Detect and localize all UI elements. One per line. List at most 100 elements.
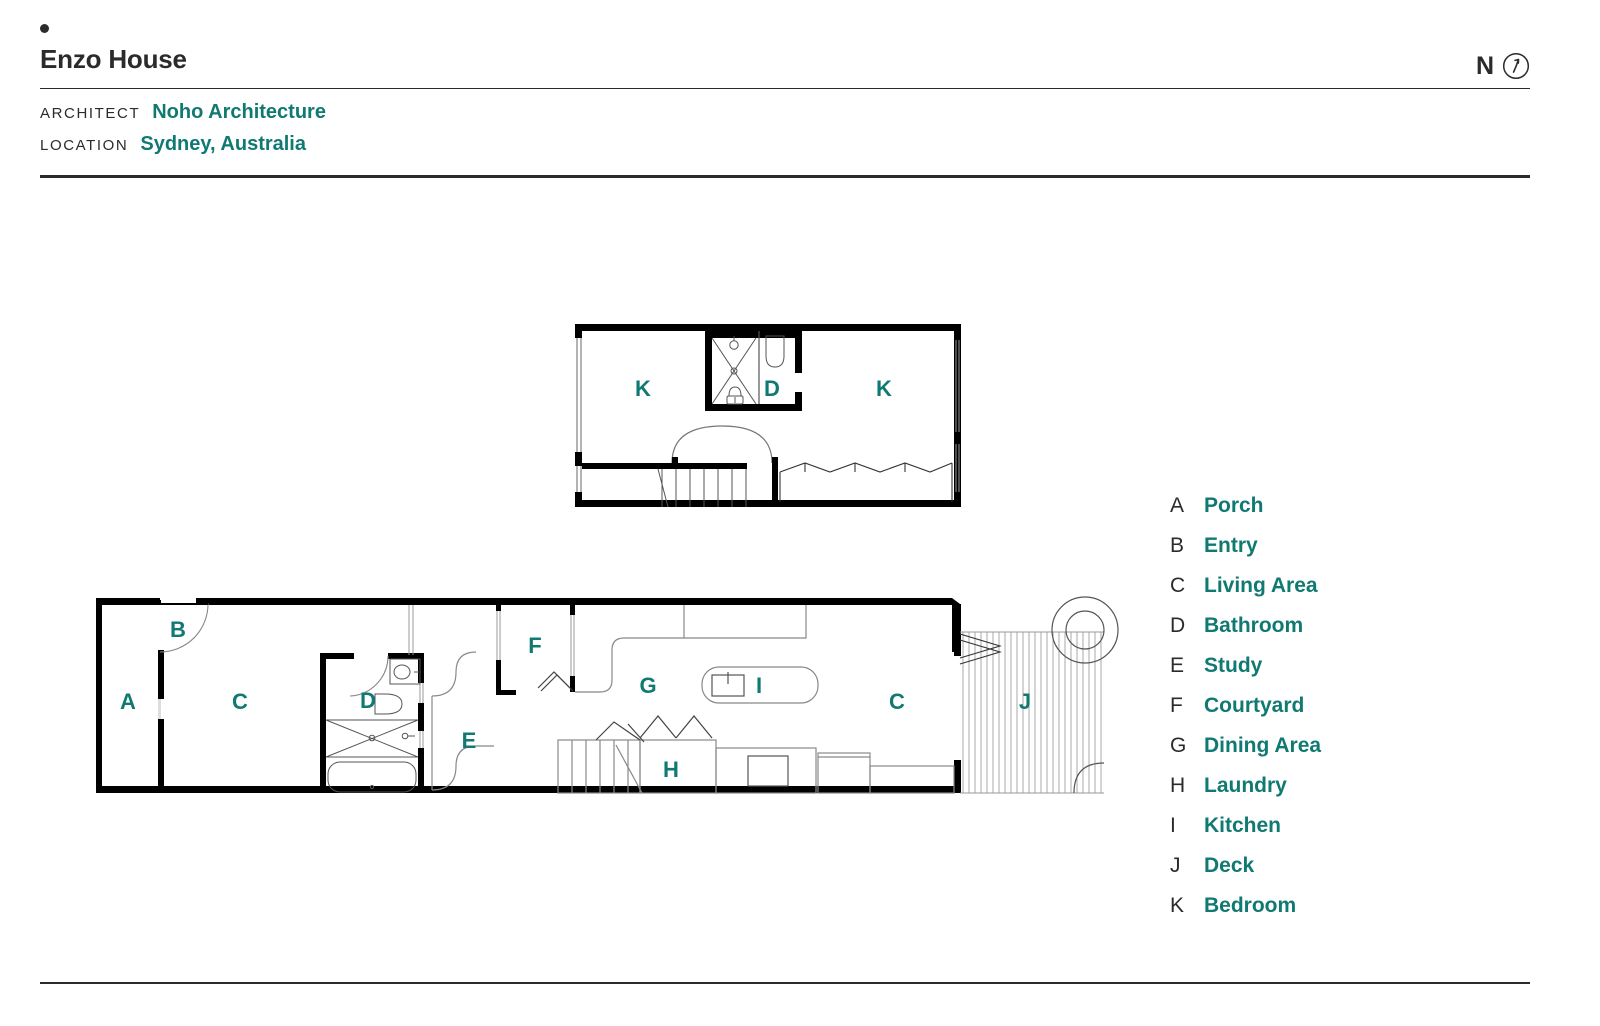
legend-item-courtyard[interactable]: F Courtyard [1170,694,1470,734]
deck-boards [962,632,1102,793]
legend-label-living-area: Living Area [1204,574,1318,597]
laundry-door-swings [595,715,713,743]
legend-item-bathroom[interactable]: D Bathroom [1170,614,1470,654]
legend-item-bedroom[interactable]: K Bedroom [1170,894,1470,934]
room-legend: A Porch B Entry C Living Area D Bathroom… [1170,494,1470,934]
legend-label-porch: Porch [1204,494,1264,517]
legend-key-I: I [1170,814,1176,837]
legend-label-deck: Deck [1204,854,1255,877]
ground-toilet-fixture [374,693,403,715]
legend-key-F: F [1170,694,1183,717]
room-label-G: G [639,673,656,698]
room-label-B: B [170,617,186,642]
north-indicator: N [1476,52,1530,80]
legend-label-courtyard: Courtyard [1204,694,1305,717]
upper-landing-wall [772,457,778,507]
floor-plan-drawing: K D K [96,324,1119,794]
room-label-D-upper: D [764,376,780,401]
courtyard-bifold-door [537,671,574,692]
meta-row-architect: ARCHITECT Noho Architecture [40,101,1530,133]
legend-label-bedroom: Bedroom [1204,894,1297,917]
ground-bathroom-door-swing [349,655,389,697]
page-title: Enzo House [40,44,187,74]
deck-bifold-doors [959,633,1002,665]
upper-walls [575,324,961,507]
legend-item-kitchen[interactable]: I Kitchen [1170,814,1470,854]
upper-bifold-wardrobe [779,462,953,502]
legend-key-G: G [1170,734,1187,757]
meta-value-location[interactable]: Sydney, Australia [140,132,306,155]
title-divider [40,87,1530,89]
legend-key-E: E [1170,654,1185,677]
upper-stair-run [582,463,747,508]
legend-item-study[interactable]: E Study [1170,654,1470,694]
meta-block: ARCHITECT Noho Architecture LOCATION Syd… [40,89,1530,178]
kitchen-island [701,666,819,704]
ground-floor-plan: A B C D E F G H I C J [96,596,1119,794]
entry-door-swing [158,600,209,786]
ground-bathroom-walls [320,653,424,786]
upper-window-left [576,338,582,492]
room-label-A: A [120,689,136,714]
legend-label-entry: Entry [1204,534,1258,557]
legend-item-laundry[interactable]: H Laundry [1170,774,1470,814]
room-label-K-left: K [635,376,651,401]
room-label-C-left: C [232,689,248,714]
legend-key-B: B [1170,534,1185,557]
ground-walls [96,598,961,793]
floor-plan-stage: K D K [0,190,1600,980]
legend-label-dining-area: Dining Area [1204,734,1322,757]
ground-basin-fixture [389,658,421,685]
courtyard-walls [496,605,575,695]
meta-key-location: LOCATION [40,136,129,154]
legend-key-J: J [1170,854,1181,877]
legend-key-A: A [1170,494,1185,517]
legend-label-laundry: Laundry [1204,774,1287,797]
legend-item-porch[interactable]: A Porch [1170,494,1470,534]
room-label-I: I [756,673,762,698]
ground-shower-fixture [325,719,419,758]
room-label-E: E [462,728,477,753]
kitchen-laundry-joinery [557,739,955,794]
legend-item-living-area[interactable]: C Living Area [1170,574,1470,614]
room-label-K-right: K [876,376,892,401]
ground-bathroom-glazing [419,683,424,748]
legend-key-H: H [1170,774,1186,797]
study-curved-walls [431,651,494,791]
deck-circular-planter [1051,596,1119,664]
legend-key-K: K [1170,894,1185,917]
ground-room-labels: A B C D E F G H I C J [120,617,1031,782]
legend-label-study: Study [1204,654,1263,677]
room-label-J: J [1019,689,1031,714]
upper-landing-wall-left [672,457,678,465]
north-letter: N [1475,51,1494,80]
upper-toilet-fixture [726,386,744,405]
north-arrow-circle-icon [1502,52,1530,80]
room-label-H: H [663,757,679,782]
room-label-F: F [528,633,541,658]
upper-room-labels: K D K [635,376,892,401]
footer-divider [40,982,1530,984]
page-header: Enzo House ARCHITECT Noho Architecture L… [40,0,1530,178]
legend-item-entry[interactable]: B Entry [1170,534,1470,574]
meta-key-architect: ARCHITECT [40,104,141,122]
upper-basin-fixture [765,335,785,368]
upper-arch-partition [671,425,773,464]
legend-label-kitchen: Kitchen [1204,814,1282,837]
upper-bathroom-walls [705,331,802,411]
legend-label-bathroom: Bathroom [1204,614,1304,637]
upper-shower-fixture [711,336,757,405]
room-label-D-ground: D [360,688,376,713]
legend-item-dining-area[interactable]: G Dining Area [1170,734,1470,774]
legend-key-C: C [1170,574,1186,597]
meta-value-architect[interactable]: Noho Architecture [152,100,326,123]
legend-key-D: D [1170,614,1186,637]
meta-row-location: LOCATION Sydney, Australia [40,133,1530,165]
legend-item-deck[interactable]: J Deck [1170,854,1470,894]
meta-divider [40,174,1530,178]
room-label-C-right: C [889,689,905,714]
upper-window-right [955,340,960,492]
courtyard-glazing [408,605,575,676]
bullet-dot-icon [40,24,49,33]
ground-bathtub-fixture [327,761,417,793]
